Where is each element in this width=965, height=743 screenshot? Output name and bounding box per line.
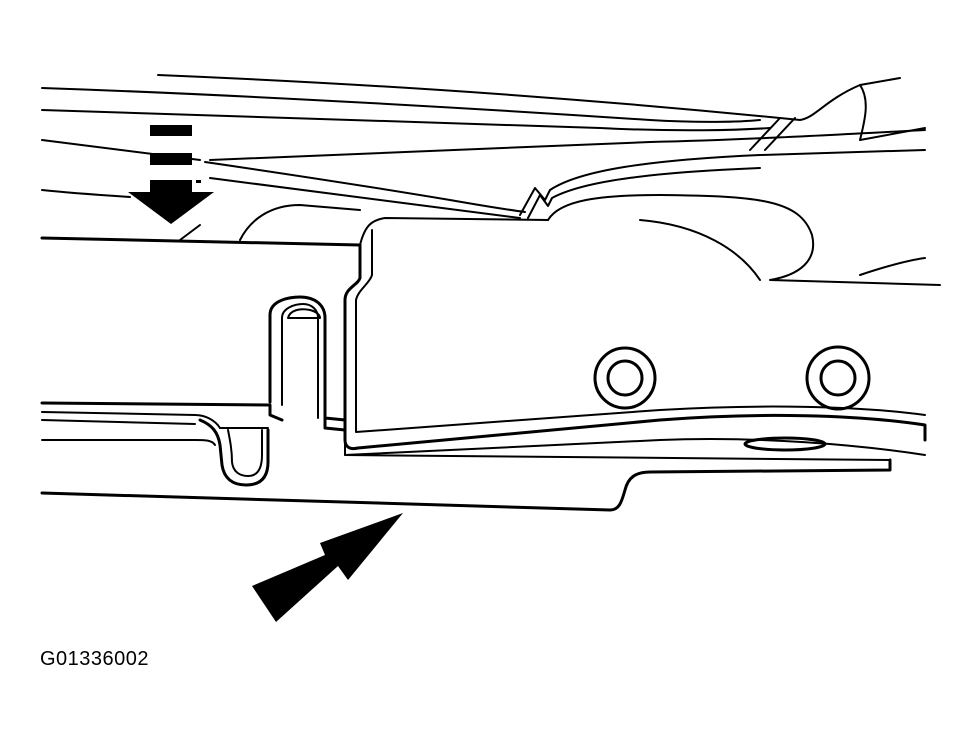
upper-panel-lines	[41, 74, 926, 219]
upper-bracket	[519, 149, 941, 286]
background-members	[179, 204, 361, 241]
slot-hole	[743, 436, 827, 452]
diagonal-arrow-icon	[252, 513, 403, 622]
main-rail	[40, 236, 892, 512]
hole-right	[805, 345, 871, 411]
vertical-tab	[268, 295, 347, 432]
figure-id-label: G01336002	[40, 648, 150, 670]
lower-left-rail	[40, 401, 284, 487]
hole-left-inner	[606, 359, 644, 397]
dashed-down-arrow-icon	[128, 125, 214, 224]
hole-left	[593, 346, 657, 410]
mounting-holes	[593, 345, 871, 452]
bracket-plate	[343, 217, 927, 461]
hole-right-inner	[819, 359, 857, 397]
